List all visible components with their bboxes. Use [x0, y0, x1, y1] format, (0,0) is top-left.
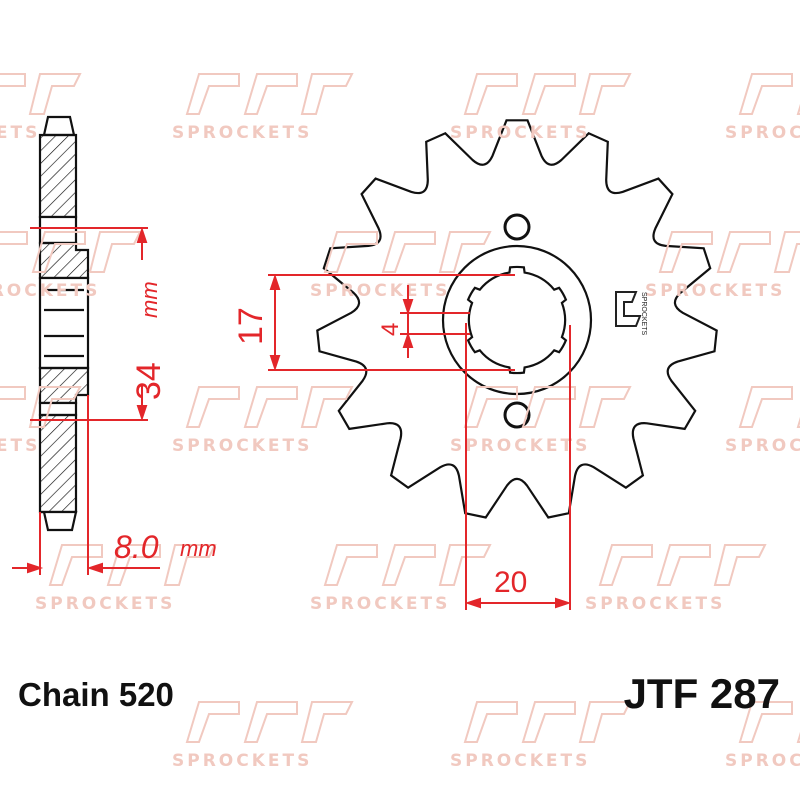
- watermark-text: SPROCKETS: [0, 436, 40, 456]
- watermark-text: SPROCKETS: [725, 123, 800, 143]
- watermark-logo: [658, 231, 800, 273]
- pitch-diameter-unit: mm: [137, 281, 162, 318]
- watermark-text: SPROCKETS: [310, 281, 450, 301]
- pitch-diameter-value: 34: [130, 362, 168, 400]
- watermark-logo: [738, 73, 800, 115]
- watermark-logo: [0, 386, 82, 428]
- dimension-labels: 34 mm 17 4 20 8.0 mm: [114, 281, 527, 599]
- watermark-logo: [185, 701, 354, 743]
- watermark-text: SPROCKETS: [450, 436, 590, 456]
- watermark-logo: [0, 73, 82, 115]
- side-view: [38, 115, 90, 532]
- bolt-hole-top: [503, 213, 531, 241]
- watermark-logo: [598, 544, 767, 586]
- svg-text:SPROCKETS: SPROCKETS: [640, 292, 647, 336]
- watermark-text: SPROCKETS: [0, 123, 40, 143]
- dimension-lines: [12, 226, 572, 610]
- watermark-logo: [0, 231, 142, 273]
- watermark-logo: [48, 544, 217, 586]
- watermark-text: SPROCKETS: [172, 123, 312, 143]
- watermark-logo: [323, 231, 492, 273]
- watermark-text: SPROCKETS: [585, 594, 725, 614]
- spline-major-value: 17: [232, 307, 270, 345]
- watermark-text: SPROCKETS: [725, 751, 800, 771]
- watermark-logo: [463, 386, 632, 428]
- watermark-text: SPROCKETS: [725, 436, 800, 456]
- watermark-logo: [738, 386, 800, 428]
- watermark-logo: [323, 544, 492, 586]
- jt-logo: SPROCKETS: [615, 291, 647, 336]
- watermark-text: SPROCKETS: [450, 123, 590, 143]
- watermark-layer: SPROCKETSSPROCKETSSPROCKETSSPROCKETSSPRO…: [0, 73, 800, 771]
- watermark-text: SPROCKETS: [310, 594, 450, 614]
- bolt-hole-bottom: [503, 401, 531, 429]
- thickness-value: 8.0: [114, 529, 159, 565]
- watermark-logo: [185, 73, 354, 115]
- watermark-text: SPROCKETS: [450, 751, 590, 771]
- watermark-text: SPROCKETS: [35, 594, 175, 614]
- thickness-unit: mm: [180, 536, 217, 561]
- hole-spacing-value: 20: [494, 566, 527, 599]
- watermark-logo: [738, 701, 800, 743]
- part-number-label: JTF 287: [623, 670, 780, 717]
- chain-size-label: Chain 520: [18, 676, 174, 713]
- watermark-text: SPROCKETS: [645, 281, 785, 301]
- spline-width-value: 4: [377, 323, 404, 336]
- watermark-text: SPROCKETS: [0, 281, 100, 301]
- watermark-logo: [185, 386, 354, 428]
- sprocket-front-view: [316, 119, 718, 519]
- watermark-logo: [463, 701, 632, 743]
- watermark-text: SPROCKETS: [172, 751, 312, 771]
- watermark-logo: [463, 73, 632, 115]
- spline-bore: [466, 265, 568, 375]
- watermark-text: SPROCKETS: [172, 436, 312, 456]
